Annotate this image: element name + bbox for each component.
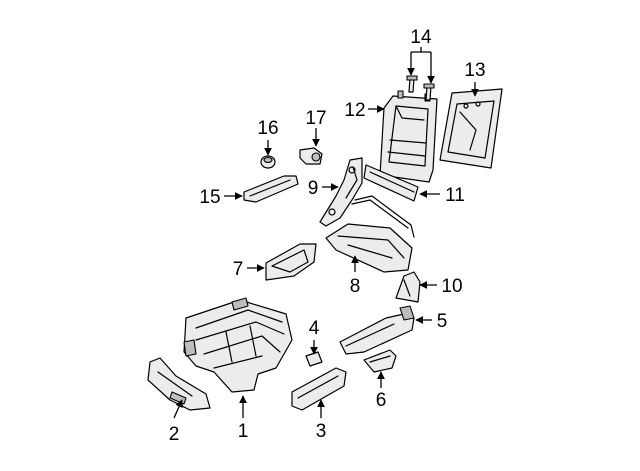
part-8-cushion-pan bbox=[325, 223, 413, 273]
callout-4: 4 bbox=[309, 318, 320, 339]
callout-10: 10 bbox=[441, 276, 462, 297]
part-11-bracket bbox=[351, 164, 419, 238]
callout-13: 13 bbox=[464, 60, 485, 81]
callout-labels: 1 2 3 4 5 6 7 8 9 10 11 12 13 14 15 16 1… bbox=[169, 27, 486, 445]
callout-2: 2 bbox=[169, 424, 180, 445]
callout-9: 9 bbox=[308, 178, 319, 199]
part-16-button bbox=[260, 155, 276, 169]
callout-7: 7 bbox=[233, 259, 244, 280]
part-12-seatback-frame bbox=[379, 90, 438, 183]
leader-lines bbox=[173, 47, 479, 419]
callout-5: 5 bbox=[437, 311, 448, 332]
part-17-knob bbox=[299, 147, 323, 165]
part-6-bracket-cover bbox=[363, 349, 397, 373]
part-3-lower-trim bbox=[291, 367, 347, 411]
callout-8: 8 bbox=[350, 276, 361, 297]
part-7-trim-panel bbox=[265, 243, 317, 281]
callout-6: 6 bbox=[376, 390, 387, 411]
part-1-seat-track bbox=[183, 297, 293, 393]
callout-3: 3 bbox=[316, 421, 327, 442]
callout-17: 17 bbox=[305, 108, 326, 129]
part-4-pin bbox=[305, 351, 323, 367]
part-14-bolts bbox=[406, 75, 435, 101]
callout-11: 11 bbox=[445, 185, 465, 206]
callout-1: 1 bbox=[238, 421, 249, 442]
callout-15: 15 bbox=[199, 187, 220, 208]
callout-12: 12 bbox=[344, 100, 365, 121]
part-13-back-panel bbox=[439, 88, 503, 169]
part-15-handle bbox=[243, 175, 299, 203]
callout-14: 14 bbox=[410, 27, 432, 48]
part-9-recliner bbox=[319, 157, 363, 227]
part-5-side-shield bbox=[339, 305, 415, 355]
callout-16: 16 bbox=[257, 118, 278, 139]
part-10-cap bbox=[395, 271, 421, 303]
